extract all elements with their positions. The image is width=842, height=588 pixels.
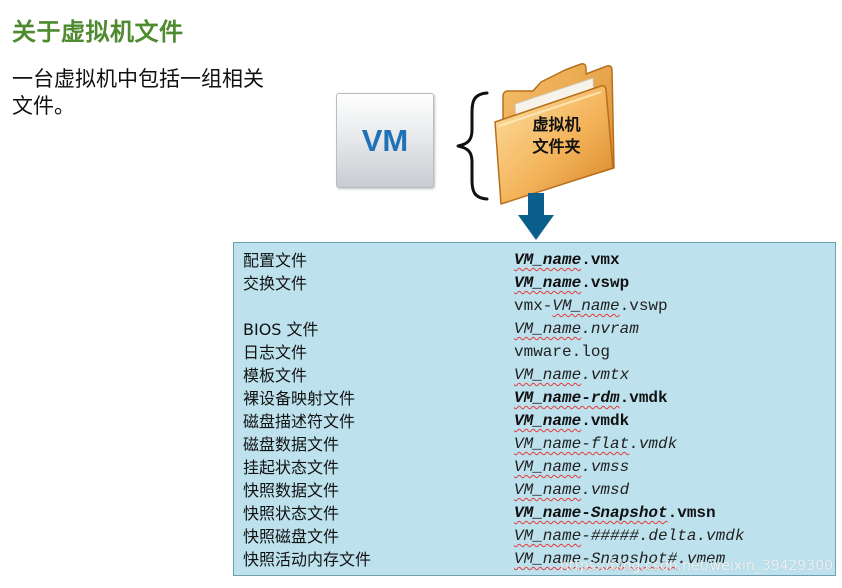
file-name: VM_name.nvram <box>514 320 639 338</box>
vm-label: VM <box>361 122 409 158</box>
file-name: vmx-VM_name.vswp <box>514 297 668 315</box>
file-name: VM_name-Snapshot#.vmem <box>514 550 726 568</box>
table-row: 快照状态文件 VM_name-Snapshot.vmsn <box>234 502 835 525</box>
file-name: vmware.log <box>514 343 611 361</box>
file-name: VM_name.vmss <box>514 458 630 476</box>
file-name: VM_name.vmx <box>514 251 620 269</box>
table-row: 裸设备映射文件 VM_name-rdm.vmdk <box>234 387 835 410</box>
arrow-down-icon <box>518 193 554 240</box>
folder-label-line1: 虚拟机 <box>532 115 581 134</box>
table-row: 挂起状态文件 VM_name.vmss <box>234 456 835 479</box>
watermark: https://blog.csdn.net/weixin_39429300 <box>560 558 834 574</box>
file-name: VM_name.vmtx <box>514 366 630 384</box>
file-type-label: 快照状态文件 <box>243 504 340 523</box>
file-name: VM_name.vmdk <box>514 412 630 430</box>
folder-label-line2: 文件夹 <box>532 137 581 156</box>
table-row: 快照磁盘文件 VM_name-#####.delta.vmdk <box>234 525 835 548</box>
file-name: VM_name-Snapshot.vmsn <box>514 504 716 522</box>
table-row: vmx-VM_name.vswp <box>234 295 835 318</box>
folder-icon: 虚拟机 文件夹 <box>493 56 618 206</box>
page-title: 关于虚拟机文件 <box>12 18 184 46</box>
table-row: 磁盘描述符文件 VM_name.vmdk <box>234 410 835 433</box>
table-row: 交换文件 VM_name.vswp <box>234 272 835 295</box>
file-type-label: 磁盘描述符文件 <box>243 412 356 431</box>
table-row: 快照数据文件 VM_name.vmsd <box>234 479 835 502</box>
file-name: VM_name-#####.delta.vmdk <box>514 527 745 545</box>
table-row: 磁盘数据文件 VM_name-flat.vmdk <box>234 433 835 456</box>
file-type-label: 裸设备映射文件 <box>243 389 356 408</box>
file-type-label: 快照活动内存文件 <box>243 550 372 569</box>
table-row: 模板文件 VM_name.vmtx <box>234 364 835 387</box>
table-row: 配置文件 VM_name.vmx <box>234 249 835 272</box>
curly-brace-icon <box>456 91 489 201</box>
file-list-table: 配置文件 VM_name.vmx 交换文件 VM_name.vswp vmx-VM_na… <box>233 242 836 576</box>
file-type-label: 快照数据文件 <box>243 481 340 500</box>
file-type-label: 磁盘数据文件 <box>243 435 340 454</box>
table-row: BIOS 文件 VM_name.nvram <box>234 318 835 341</box>
description-text: 一台虚拟机中包括一组相关文件。 <box>12 67 264 118</box>
table-row: 日志文件 vmware.log <box>234 341 835 364</box>
file-type-label: 模板文件 <box>243 366 308 385</box>
file-type-label: 快照磁盘文件 <box>243 527 340 546</box>
vm-icon: VM <box>336 93 434 188</box>
folder-label: 虚拟机 文件夹 <box>524 114 589 158</box>
file-name: VM_name-flat.vmdk <box>514 435 678 453</box>
file-name: VM_name.vmsd <box>514 481 630 499</box>
file-type-label: 日志文件 <box>243 343 308 362</box>
file-name: VM_name.vswp <box>514 274 630 292</box>
table-row: 快照活动内存文件 VM_name-Snapshot#.vmem <box>234 548 835 571</box>
file-type-label: BIOS 文件 <box>243 320 319 339</box>
file-type-label: 配置文件 <box>243 251 308 270</box>
file-type-label: 挂起状态文件 <box>243 458 340 477</box>
file-type-label: 交换文件 <box>243 274 308 293</box>
file-name: VM_name-rdm.vmdk <box>514 389 668 407</box>
